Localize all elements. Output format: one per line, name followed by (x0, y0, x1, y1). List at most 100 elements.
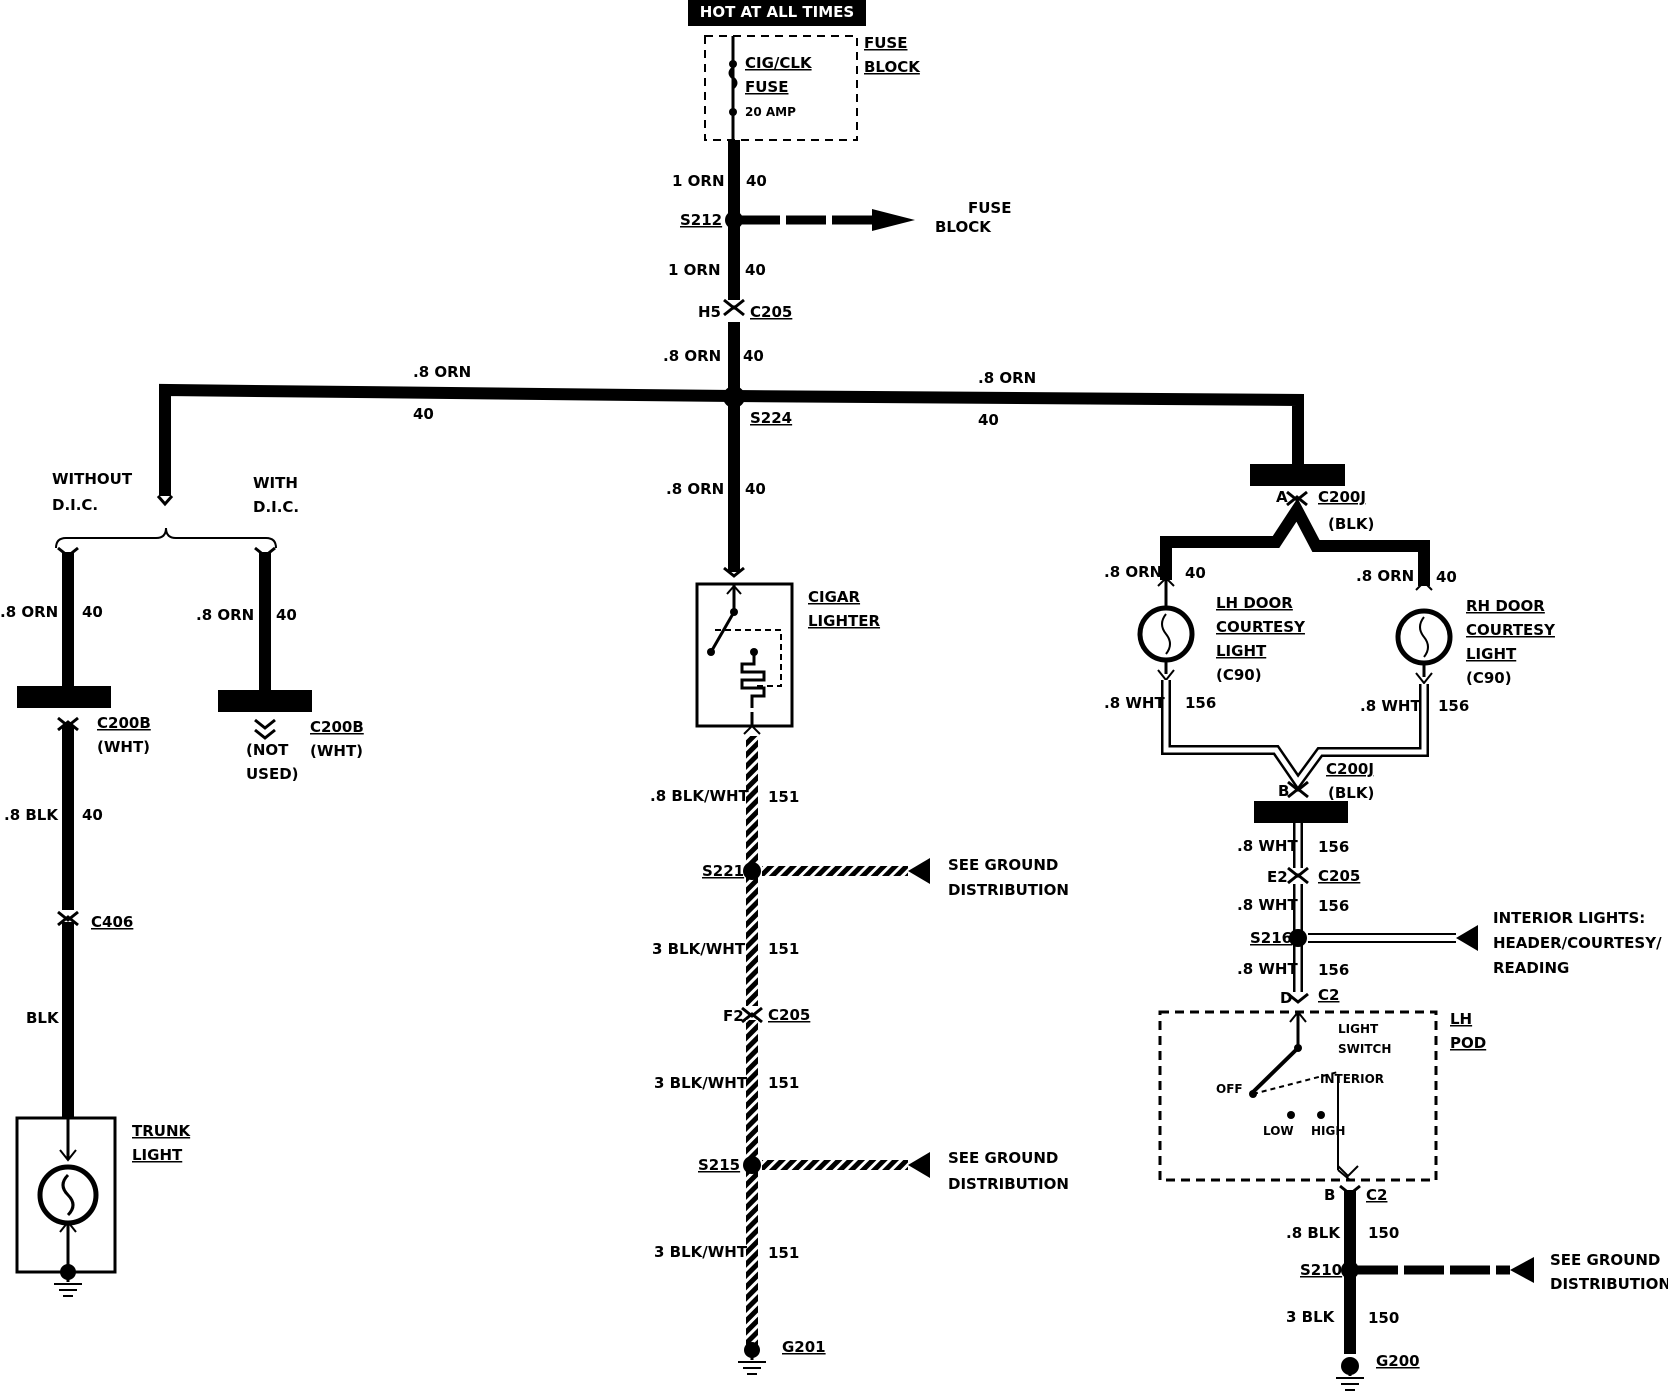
fuse-symbol (728, 66, 738, 90)
trunk-light-label-line2: LIGHT (132, 1146, 183, 1164)
wire-151-label-2: 151 (768, 940, 799, 958)
heating-element-icon (740, 652, 766, 708)
wire-08-blk-pod: .8 BLK (1286, 1224, 1341, 1242)
wire-156-rh: 156 (1438, 697, 1469, 715)
wire-08-orn-dic-without: .8 ORN (0, 603, 58, 621)
wire-151-label: 151 (768, 788, 799, 806)
with-dic-label: WITH (253, 474, 298, 492)
switch-high-label: HIGH (1311, 1124, 1345, 1138)
s212-to-fuse-block-line2: BLOCK (935, 218, 992, 236)
with-dic-label-line2: D.I.C. (253, 498, 299, 516)
light-switch-lever (1251, 1046, 1300, 1094)
fuse-block-label: FUSE (864, 34, 907, 52)
hot-at-all-times-banner: HOT AT ALL TIMES (688, 0, 866, 26)
wire-40-right: 40 (978, 411, 999, 429)
ground-icon-g201 (738, 1361, 766, 1375)
fuse-block-label-line2: BLOCK (864, 58, 921, 76)
c205-top-label: C205 (750, 303, 792, 321)
wire-1-orn-label: 1 ORN (672, 172, 725, 190)
c200j-label-a: C200J (1318, 488, 1366, 506)
c2-pin-d: D (1280, 989, 1292, 1007)
wire-circuit-40-label-3: 40 (743, 347, 764, 365)
wire-40-trunk: 40 (82, 806, 103, 824)
without-dic-wire (17, 546, 111, 1118)
wire-08-blk-label: .8 BLK (4, 806, 59, 824)
switch-low-label: LOW (1263, 1124, 1294, 1138)
wire-40-cigar: 40 (745, 480, 766, 498)
s215-splice: S215 SEE GROUND DISTRIBUTION (698, 1149, 1069, 1193)
interior-lights-label-line3: READING (1493, 959, 1569, 977)
lh-pod-light-switch: LIGHT SWITCH OFF INTERIOR LOW HIGH LH PO… (1158, 1010, 1486, 1182)
wire-156-2: 156 (1318, 897, 1349, 915)
s221-splice: S221 SEE GROUND DISTRIBUTION (702, 856, 1069, 899)
with-dic-wire (218, 546, 312, 740)
wire-40-lh-door: 40 (1185, 564, 1206, 582)
fuse-rating: 20 AMP (745, 105, 796, 119)
arrow-left-icon (908, 858, 930, 884)
wire-08-wht-1: .8 WHT (1237, 837, 1298, 855)
wire-3-blk-wht-label-2: 3 BLK/WHT (654, 1074, 748, 1092)
cigar-lighter-label: CIGAR (808, 588, 861, 606)
g201-label: G201 (782, 1338, 826, 1356)
lh-door-label-line3: LIGHT (1216, 642, 1267, 660)
lh-pod-label: LH (1450, 1010, 1472, 1028)
wire-08-wht-lh: .8 WHT (1104, 694, 1165, 712)
arrow-left-icon-2 (908, 1152, 930, 1178)
fuse-name: CIG/CLK (745, 54, 813, 72)
cigar-lighter-label-line2: LIGHTER (808, 612, 880, 630)
wire-40-rh-door: 40 (1436, 568, 1457, 586)
see-ground-distribution-2: SEE GROUND (948, 1149, 1058, 1167)
wire-08-orn-cigar: .8 ORN (666, 480, 724, 498)
wire-circuit-40-label: 40 (746, 172, 767, 190)
lh-door-c90: (C90) (1216, 666, 1262, 684)
s224-label: S224 (750, 409, 792, 427)
light-switch-label: LIGHT (1338, 1022, 1379, 1036)
c200b-wht-left: (WHT) (97, 738, 150, 756)
wire-08-blk-wht-label: .8 BLK/WHT (650, 787, 750, 805)
wire-08-orn-label: .8 ORN (663, 347, 721, 365)
cigar-lighter-feed (723, 398, 745, 578)
dic-branch: WITHOUT D.I.C. WITH D.I.C. (52, 470, 299, 549)
switch-off-label: OFF (1216, 1082, 1243, 1096)
c200b-label-right: C200B (310, 718, 364, 736)
interior-white-wire (1287, 823, 1478, 1004)
fuse-name-line2: FUSE (745, 78, 788, 96)
rh-door-label: RH DOOR (1466, 597, 1545, 615)
switch-interior-label: INTERIOR (1320, 1072, 1384, 1086)
door-return-wires (1161, 680, 1429, 791)
lighter-switch-contact (709, 611, 736, 653)
wire-08-orn-rh-door: .8 ORN (1356, 567, 1414, 585)
main-feed-wire (723, 140, 745, 398)
wire-156-3: 156 (1318, 961, 1349, 979)
lh-door-label-line2: COURTESY (1216, 618, 1306, 636)
s221-label: S221 (702, 862, 744, 880)
wire-3-blk-label: 3 BLK (1286, 1308, 1336, 1326)
c200b-label-left: C200B (97, 714, 151, 732)
fuse-block: CIG/CLK FUSE 20 AMP FUSE BLOCK (704, 34, 921, 141)
s215-label: S215 (698, 1156, 740, 1174)
c205-pin-e2: E2 (1267, 868, 1288, 886)
wire-156-lh: 156 (1185, 694, 1216, 712)
c200j-blk-a: (BLK) (1328, 515, 1374, 533)
c2-label-bottom: C2 (1366, 1186, 1387, 1204)
lh-door-courtesy-light: LH DOOR COURTESY LIGHT (C90) (1137, 576, 1306, 684)
light-switch-label-line2: SWITCH (1338, 1042, 1391, 1056)
hot-at-all-times-text: HOT AT ALL TIMES (700, 3, 854, 21)
cigar-lighter: CIGAR LIGHTER (695, 582, 880, 735)
c205-interior-label: C205 (1318, 867, 1360, 885)
wire-08-wht-2: .8 WHT (1237, 896, 1298, 914)
g200-label: G200 (1376, 1352, 1420, 1370)
see-ground-distribution-2-line2: DISTRIBUTION (948, 1175, 1069, 1193)
dic-option-brace (55, 527, 277, 549)
ground-icon-g200 (1336, 1377, 1364, 1391)
s210-label: S210 (1300, 1261, 1342, 1279)
not-used-label: (NOT (246, 741, 289, 759)
wire-40-left: 40 (413, 405, 434, 423)
c200j-pin-a: A (1276, 488, 1288, 506)
see-ground-distribution-1: SEE GROUND (948, 856, 1058, 874)
arrow-right-icon (872, 209, 915, 231)
c2-pin-b: B (1324, 1186, 1335, 1204)
arrow-left-icon-4 (1510, 1257, 1534, 1283)
wire-40-dic-with: 40 (276, 606, 297, 624)
